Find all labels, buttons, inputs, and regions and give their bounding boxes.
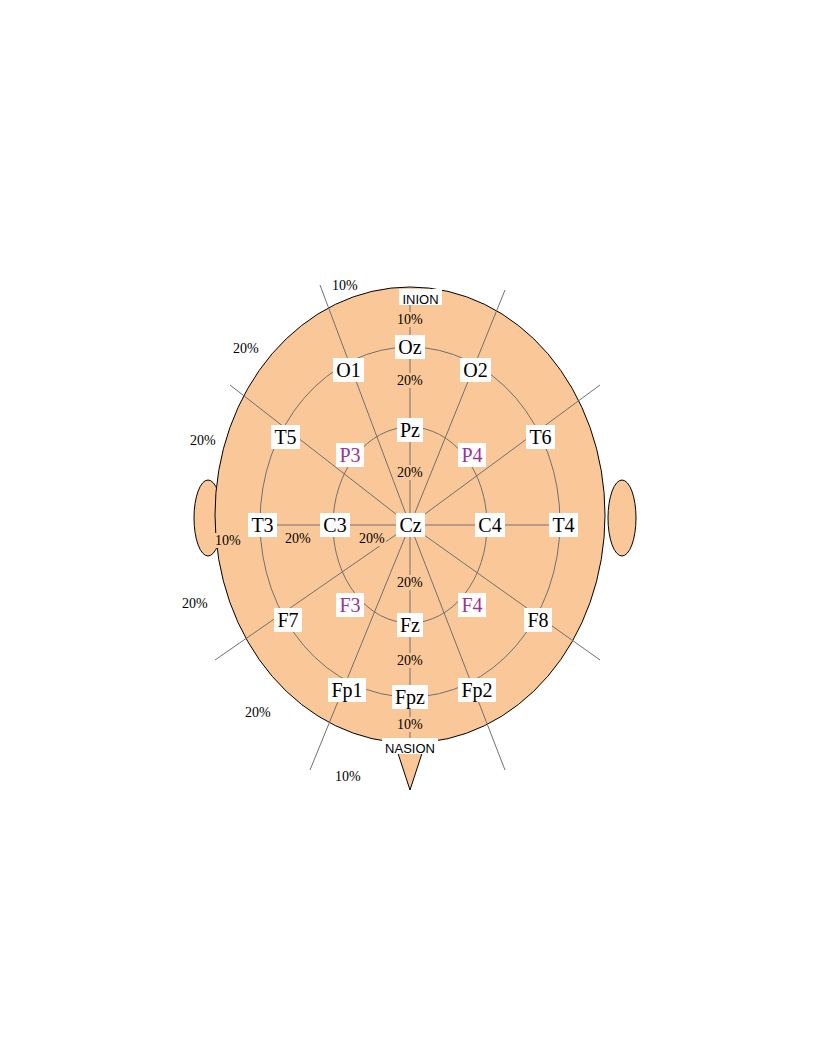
landmark-box: INION bbox=[399, 289, 442, 305]
electrode-box: C3 bbox=[320, 513, 350, 537]
electrode-label: Cz bbox=[399, 514, 421, 536]
electrode-box: P4 bbox=[458, 443, 486, 467]
percent-label: 10% bbox=[214, 533, 242, 548]
percent-label: 20% bbox=[396, 373, 424, 388]
electrode-label: C3 bbox=[323, 514, 346, 536]
electrode-label: F7 bbox=[277, 609, 298, 631]
electrode-box: Fp1 bbox=[328, 678, 366, 702]
electrode-label: Oz bbox=[398, 336, 421, 358]
electrode-label: T4 bbox=[552, 514, 574, 536]
electrode-box: T6 bbox=[526, 425, 555, 449]
electrode-box: Fp2 bbox=[458, 678, 496, 702]
electrode-box: F8 bbox=[524, 608, 552, 632]
electrode-label: Fp1 bbox=[331, 679, 362, 701]
electrode-label: C4 bbox=[478, 514, 501, 536]
electrode-label: T3 bbox=[251, 514, 273, 536]
electrode-box: O1 bbox=[333, 358, 364, 382]
electrode-label: Fpz bbox=[395, 686, 425, 708]
percent-label: 20% bbox=[396, 575, 424, 590]
percent-label: 20% bbox=[181, 596, 209, 611]
electrode-box: Fpz bbox=[392, 685, 428, 709]
percent-label: 20% bbox=[189, 433, 217, 448]
electrode-label: Pz bbox=[400, 419, 420, 441]
electrode-box: F7 bbox=[274, 608, 302, 632]
percent-label: 10% bbox=[331, 278, 359, 293]
electrode-label: Fz bbox=[400, 614, 420, 636]
percent-label: 20% bbox=[284, 531, 312, 546]
percent-label: 20% bbox=[244, 705, 272, 720]
electrode-label: F8 bbox=[527, 609, 548, 631]
electrode-label: O1 bbox=[336, 359, 360, 381]
electrode-box: Fz bbox=[397, 613, 423, 637]
percent-label: 10% bbox=[396, 312, 424, 327]
electrode-box: T3 bbox=[248, 513, 277, 537]
electrode-box: Pz bbox=[397, 418, 423, 442]
percent-label: 20% bbox=[396, 465, 424, 480]
electrode-box: O2 bbox=[460, 358, 491, 382]
electrode-box: F4 bbox=[458, 593, 486, 617]
electrode-label: F3 bbox=[339, 594, 360, 616]
electrode-label: F4 bbox=[461, 594, 482, 616]
head-outline bbox=[215, 287, 605, 743]
electrode-box: Oz bbox=[395, 335, 425, 359]
electrode-box: F3 bbox=[336, 593, 364, 617]
electrode-box: P3 bbox=[336, 443, 364, 467]
percent-label: 10% bbox=[396, 717, 424, 732]
electrode-label: O2 bbox=[463, 359, 487, 381]
percent-label: 20% bbox=[358, 531, 386, 546]
electrode-label: NASION bbox=[385, 742, 435, 756]
electrode-box: T5 bbox=[271, 425, 300, 449]
percent-label: 10% bbox=[334, 769, 362, 784]
percent-label: 20% bbox=[396, 653, 424, 668]
electrode-box: T4 bbox=[549, 513, 578, 537]
right-ear bbox=[608, 480, 636, 556]
landmark-box: NASION bbox=[382, 738, 438, 754]
radial-lines bbox=[215, 285, 600, 770]
electrode-label: Fp2 bbox=[461, 679, 492, 701]
electrode-label: P3 bbox=[339, 444, 360, 466]
percent-label: 20% bbox=[232, 341, 260, 356]
electrode-label: INION bbox=[402, 293, 438, 307]
electrode-box: C4 bbox=[475, 513, 505, 537]
electrode-label: P4 bbox=[461, 444, 482, 466]
electrode-box: Cz bbox=[396, 513, 425, 537]
electrode-label: T6 bbox=[529, 426, 551, 448]
electrode-label: T5 bbox=[274, 426, 296, 448]
